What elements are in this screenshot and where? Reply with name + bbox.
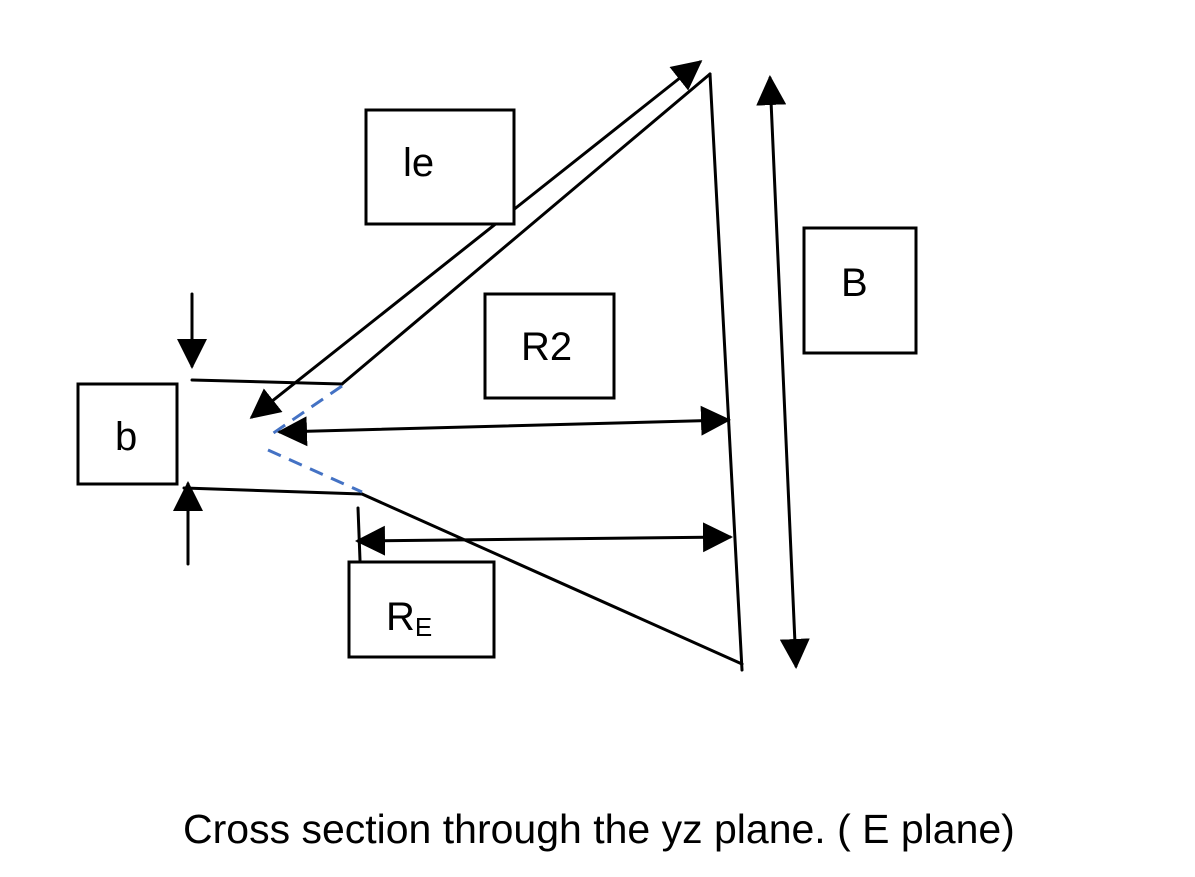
- b-waveguide-label: b: [115, 415, 137, 459]
- re-label-subscript: E: [415, 612, 432, 642]
- figure-caption: Cross section through the yz plane. ( E …: [183, 806, 1015, 852]
- r2-label: R2: [521, 325, 572, 369]
- b-waveguide-label-box: b: [76, 382, 179, 486]
- le-dimension-arrow: [249, 60, 703, 419]
- b-aperture-label-box: B: [802, 226, 918, 355]
- re-label-main: R: [386, 595, 415, 639]
- b-aperture-dimension-arrow: [756, 75, 810, 669]
- re-label-box: RE: [347, 560, 496, 659]
- le-label-box: le: [364, 108, 516, 226]
- re-dimension-arrow: [355, 522, 733, 556]
- svg-text:RE: RE: [386, 595, 432, 642]
- waveguide-bottom-wall: [182, 486, 364, 496]
- apex-projection-dashed: [267, 384, 363, 494]
- b-aperture-label: B: [841, 261, 868, 305]
- le-label: le: [403, 141, 434, 185]
- horn-aperture: [708, 72, 744, 672]
- r2-dimension-arrow: [277, 405, 731, 447]
- r2-label-box: R2: [483, 292, 616, 400]
- waveguide-top-wall: [190, 378, 344, 386]
- re-extension-line: [356, 506, 362, 562]
